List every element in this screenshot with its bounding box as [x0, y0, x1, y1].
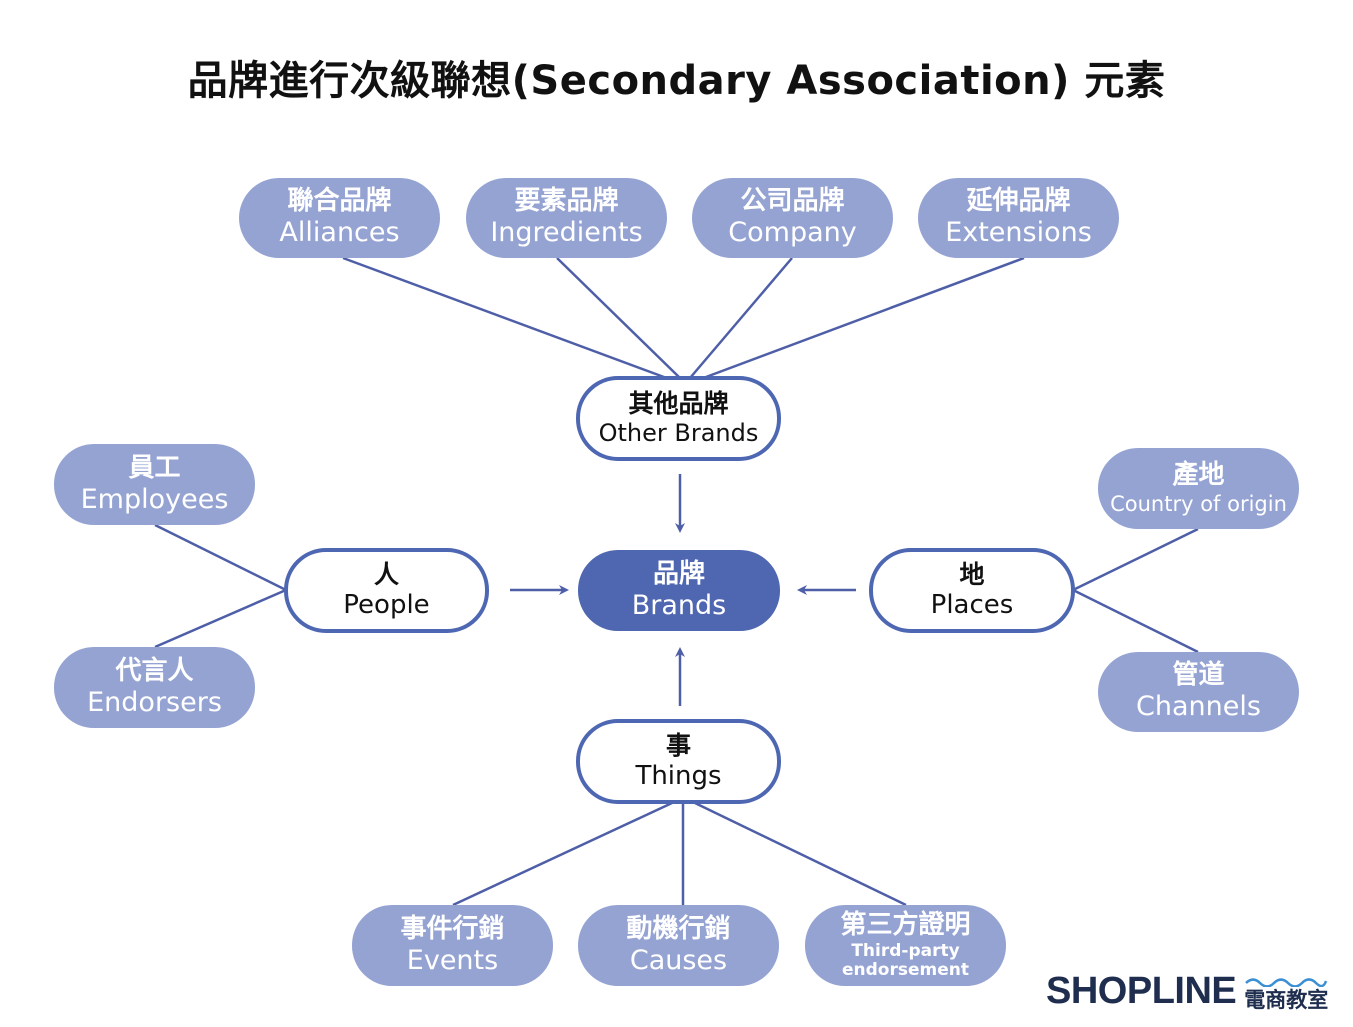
node-causes-en: Causes [629, 944, 728, 976]
node-third-party-en: Third-party endorsement [842, 940, 969, 981]
node-channels-en: Channels [1136, 691, 1261, 723]
hub-places-en: Places [930, 589, 1014, 620]
page-title: 品牌進行次級聯想(Secondary Association) 元素 [187, 58, 1166, 104]
node-company: 公司品牌 Company [692, 178, 893, 258]
node-extensions: 延伸品牌 Extensions [918, 178, 1119, 258]
hub-people: 人 People [284, 548, 489, 633]
node-alliances-en: Alliances [279, 217, 400, 249]
logo-subtitle-block: 電商教室 [1244, 975, 1328, 1013]
node-alliances: 聯合品牌 Alliances [239, 178, 440, 258]
node-events: 事件行銷 Events [352, 905, 553, 986]
node-employees-zh: 員工 [128, 452, 181, 483]
node-company-en: Company [728, 217, 857, 249]
logo-wordmark: SHOPLINE [1046, 970, 1237, 1012]
link-third-party [694, 801, 907, 907]
hub-other-brands: 其他品牌 Other Brands [576, 376, 781, 461]
node-third-party-zh: 第三方證明 [840, 910, 971, 941]
link-company [689, 257, 793, 379]
link-alliances [342, 256, 673, 382]
hub-things: 事 Things [576, 719, 781, 804]
node-extensions-en: Extensions [945, 217, 1092, 249]
link-employees [154, 523, 287, 592]
hub-people-en: People [343, 589, 430, 620]
node-country-en: Country of origin [1110, 491, 1287, 516]
hub-other-brands-zh: 其他品牌 [628, 389, 729, 419]
link-ingredients [556, 257, 681, 379]
center-brands-en: Brands [631, 589, 727, 621]
node-employees: 員工 Employees [54, 444, 255, 525]
center-brands: 品牌 Brands [578, 550, 780, 631]
node-events-en: Events [406, 944, 499, 976]
link-extensions [697, 256, 1025, 382]
hub-things-en: Things [635, 760, 722, 791]
node-channels: 管道 Channels [1098, 652, 1299, 732]
node-endorsers-zh: 代言人 [115, 655, 194, 686]
shopline-logo: SHOPLINE 電商教室 [1046, 963, 1328, 1013]
node-endorsers: 代言人 Endorsers [54, 647, 255, 728]
node-company-zh: 公司品牌 [740, 186, 845, 217]
link-channels [1072, 588, 1199, 654]
node-country-of-origin: 產地 Country of origin [1098, 448, 1299, 529]
hub-other-brands-en: Other Brands [598, 419, 759, 448]
node-alliances-zh: 聯合品牌 [287, 186, 392, 217]
link-country [1072, 527, 1199, 592]
link-events [452, 801, 673, 907]
node-ingredients-en: Ingredients [490, 217, 643, 249]
hub-things-zh: 事 [665, 730, 691, 760]
logo-subtitle: 電商教室 [1244, 988, 1329, 1012]
node-causes-zh: 動機行銷 [626, 913, 731, 944]
node-employees-en: Employees [80, 483, 229, 515]
node-ingredients: 要素品牌 Ingredients [466, 178, 667, 258]
node-events-zh: 事件行銷 [400, 913, 505, 944]
node-channels-zh: 管道 [1172, 660, 1225, 691]
hub-people-zh: 人 [373, 559, 399, 589]
node-third-party: 第三方證明 Third-party endorsement [805, 905, 1006, 986]
hub-places-zh: 地 [959, 559, 985, 589]
node-endorsers-en: Endorsers [87, 686, 222, 718]
node-extensions-zh: 延伸品牌 [966, 186, 1071, 217]
center-brands-zh: 品牌 [652, 558, 705, 589]
node-causes: 動機行銷 Causes [578, 905, 779, 986]
hub-places: 地 Places [869, 548, 1075, 633]
node-country-zh: 產地 [1172, 460, 1225, 491]
node-ingredients-zh: 要素品牌 [514, 186, 619, 217]
link-endorsers [154, 588, 287, 649]
wave-icon [1245, 978, 1328, 987]
